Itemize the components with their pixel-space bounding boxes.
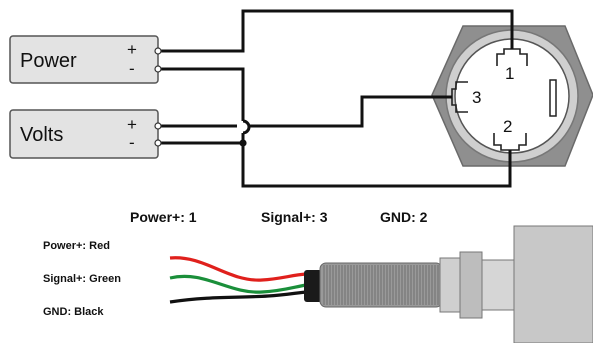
wire-power-minus-to-pin2 (158, 67, 245, 121)
cable-jacket-ribs (323, 265, 439, 305)
sensor-thread (481, 259, 515, 311)
wire-label-red: Power+: Red (43, 240, 110, 252)
volts-box-label: Volts (20, 124, 63, 146)
wiring (158, 9, 514, 188)
wire-label-green: Signal+: Green (43, 273, 121, 285)
sensor-cable (169, 225, 593, 343)
wire-power-plus-to-pin1 (158, 9, 514, 53)
volts-box-body (9, 109, 159, 159)
sensor-nut-1 (439, 257, 461, 313)
pin-3-label: 3 (472, 88, 481, 107)
wire-power-minus-hop (242, 119, 251, 135)
terminal-power-minus (154, 65, 162, 73)
wire-volts-plus-hop-right (249, 95, 452, 128)
terminal-power-plus (154, 47, 162, 55)
power-minus-sign: - (129, 59, 135, 78)
cable-boot-collar (304, 270, 322, 302)
wire-red-lead (169, 256, 307, 282)
keyway-slot (549, 79, 557, 117)
wire-black-lead (169, 290, 307, 304)
legend-gnd-pin: GND: 2 (380, 209, 428, 225)
volts-plus-sign: + (127, 115, 137, 134)
volts-minus-sign: - (129, 133, 135, 152)
sensor-nut-2 (459, 251, 483, 319)
power-box-label: Power (20, 50, 77, 72)
wire-ground-bus (241, 133, 512, 188)
legend-signal-pin: Signal+: 3 (261, 209, 328, 225)
sensor-body (513, 225, 593, 343)
power-box: Power + - (9, 35, 159, 84)
terminal-volts-plus (154, 122, 162, 130)
legend-power-pin: Power+: 1 (130, 209, 197, 225)
junction-dot-ground (239, 139, 247, 147)
terminal-volts-minus (154, 139, 162, 147)
wire-green-lead (169, 274, 307, 294)
terminals (154, 47, 162, 147)
wire-label-black: GND: Black (43, 306, 104, 318)
pin-1-label: 1 (505, 64, 514, 83)
power-box-body (9, 35, 159, 84)
power-plus-sign: + (127, 40, 137, 59)
pin-2-label: 2 (503, 117, 512, 136)
volts-box: Volts + - (9, 109, 159, 159)
